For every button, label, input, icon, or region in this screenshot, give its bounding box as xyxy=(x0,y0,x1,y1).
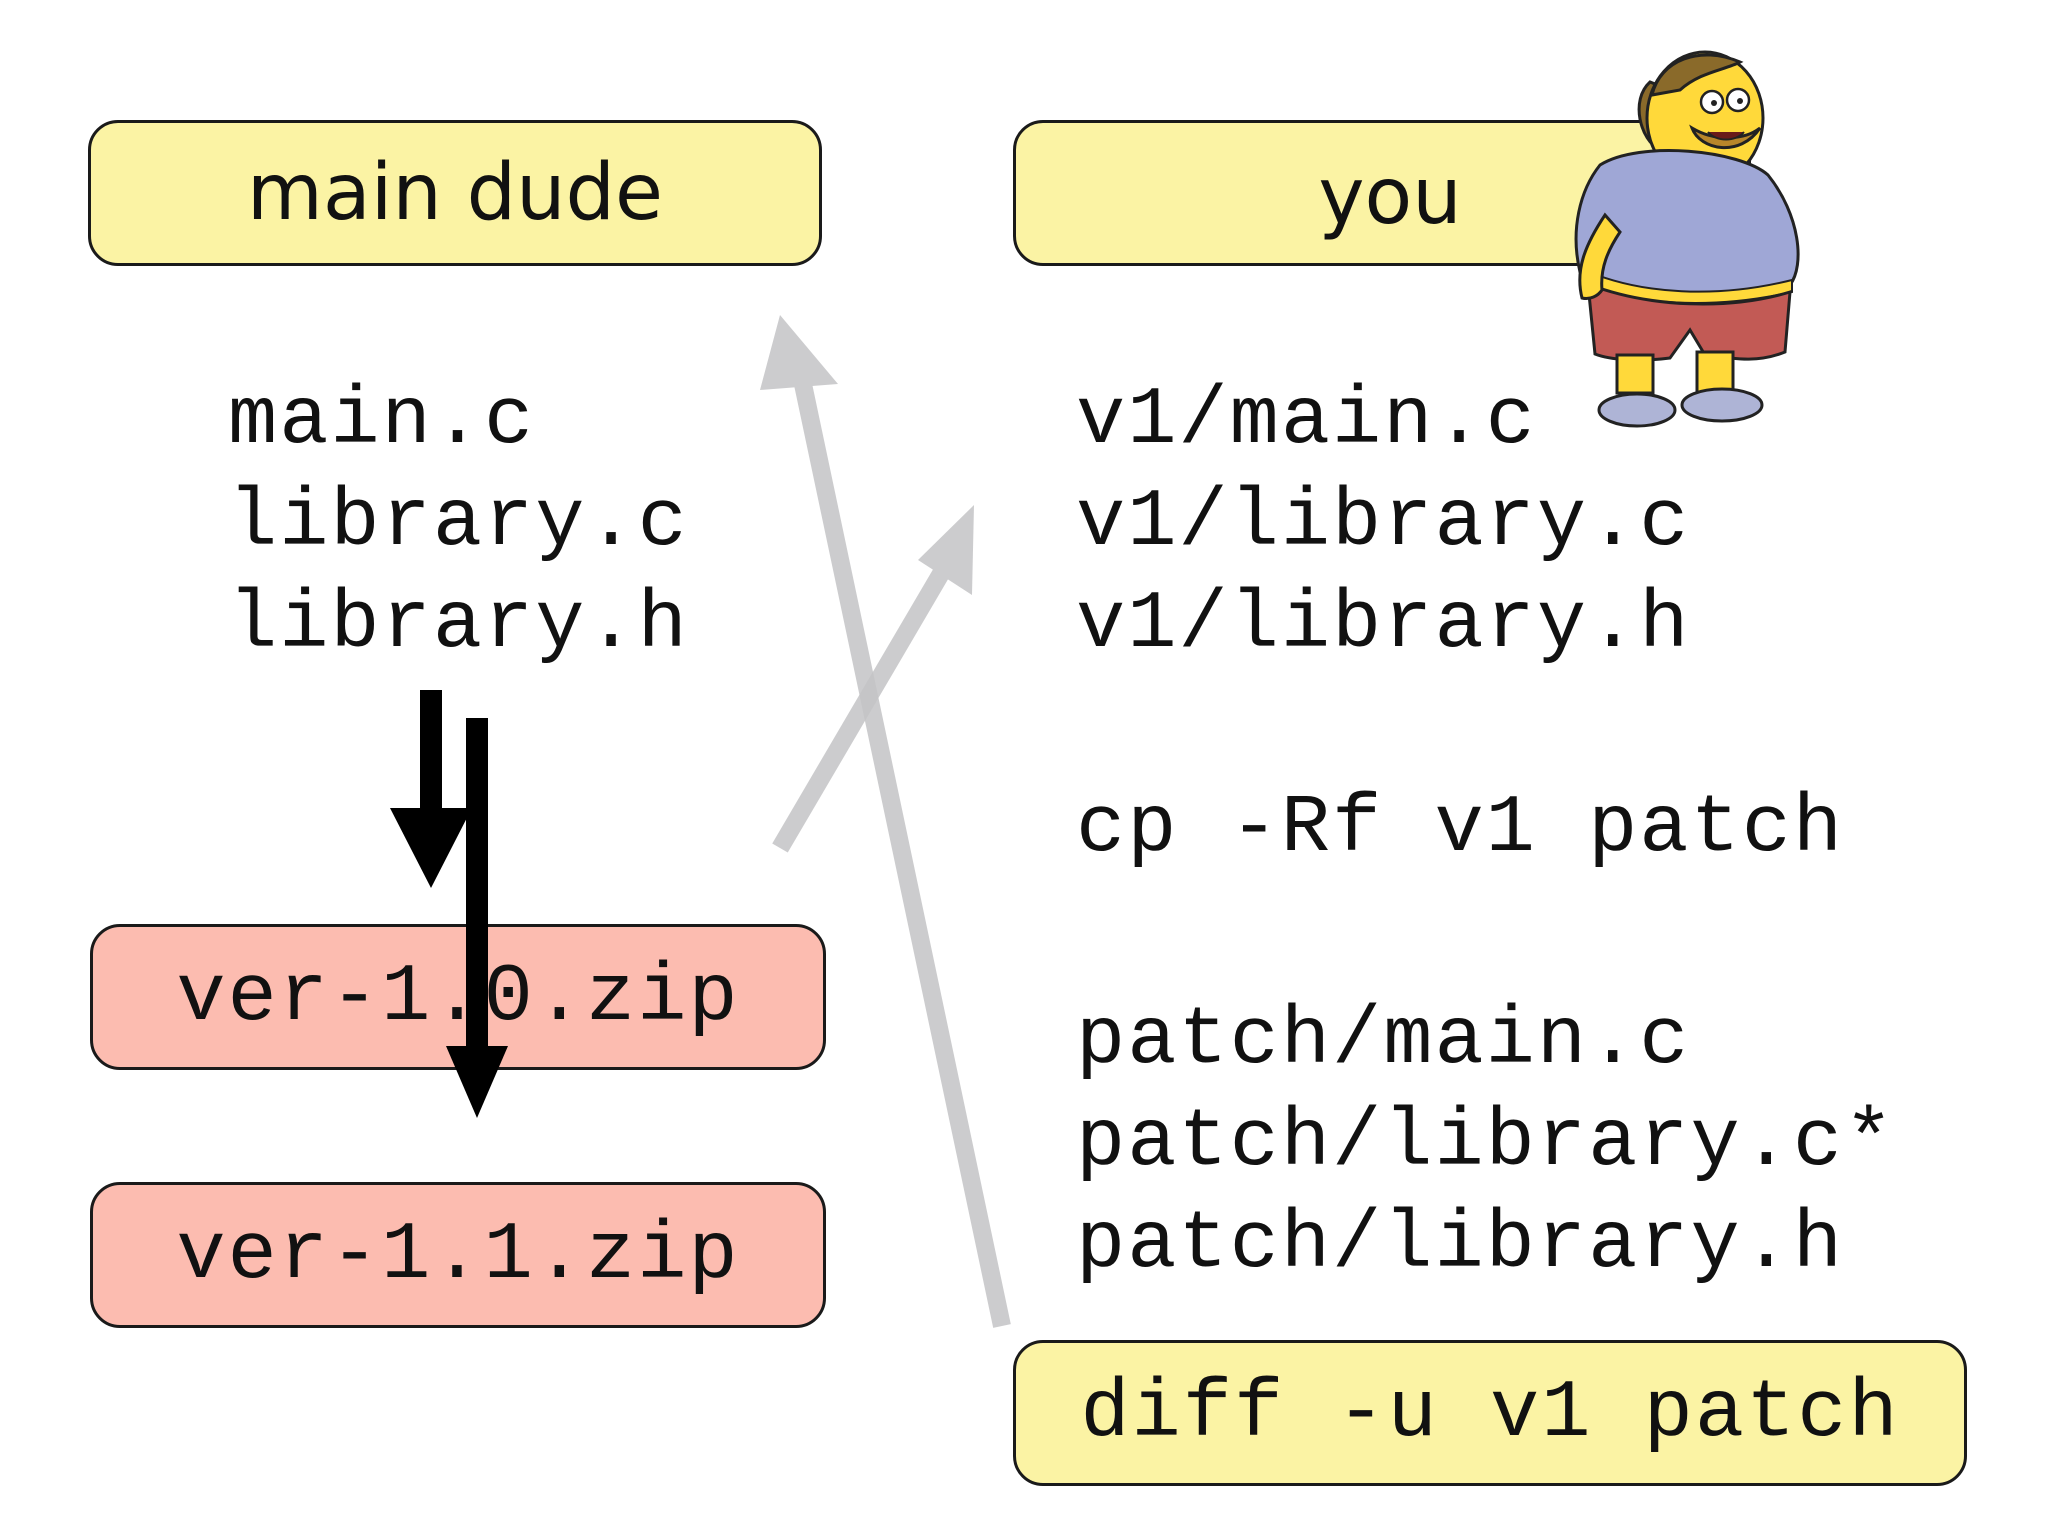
diff-command-label: diff -u v1 patch xyxy=(1080,1366,1900,1460)
list-item: patch/main.c xyxy=(1076,994,1691,1087)
v1-file-list: v1/main.c v1/library.c v1/library.h xyxy=(1076,370,1691,676)
list-item: library.h xyxy=(228,578,689,671)
list-item: library.c xyxy=(228,476,689,569)
patch-file-list: patch/main.c patch/library.c* patch/libr… xyxy=(1076,990,1895,1296)
main-dude-file-list: main.c library.c library.h xyxy=(228,370,689,676)
gray-arrow-diff-to-main xyxy=(760,315,1011,1328)
main-dude-box: main dude xyxy=(88,120,822,266)
release-label: ver-1.0.zip xyxy=(176,950,740,1044)
release-box-ver-1-0: ver-1.0.zip xyxy=(90,924,826,1070)
list-item: v1/library.c xyxy=(1076,476,1691,569)
list-item: v1/main.c xyxy=(1076,374,1537,467)
list-item: patch/library.c* xyxy=(1076,1096,1896,1189)
black-arrow-long xyxy=(446,718,508,1118)
list-item: main.c xyxy=(228,374,536,467)
you-label: you xyxy=(1318,152,1462,242)
main-dude-label: main dude xyxy=(246,148,664,238)
copy-command: cp -Rf v1 patch xyxy=(1076,782,1845,875)
diff-command-box: diff -u v1 patch xyxy=(1013,1340,1967,1486)
release-label: ver-1.1.zip xyxy=(176,1208,740,1302)
release-box-ver-1-1: ver-1.1.zip xyxy=(90,1182,826,1328)
list-item: patch/library.h xyxy=(1076,1198,1845,1291)
black-arrow-short xyxy=(390,690,472,888)
list-item: v1/library.h xyxy=(1076,578,1691,671)
